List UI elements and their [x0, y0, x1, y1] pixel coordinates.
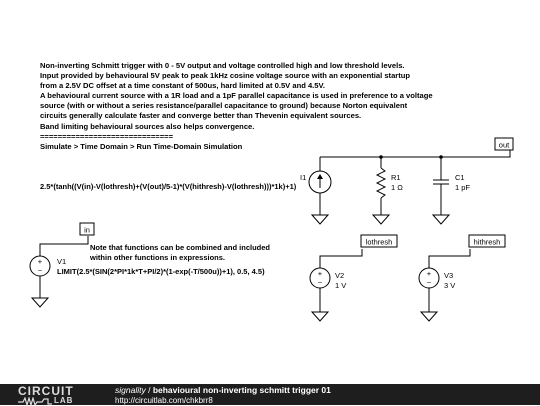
voltage-source-v3[interactable]: hithresh + − V3 3 V [418, 234, 506, 322]
schematic-canvas[interactable]: out I1 2.5*(tanh((V(in)-V(lothresh)+(V(o… [0, 0, 540, 384]
description-line: circuits generally calculate faster and … [40, 111, 362, 121]
ground-icon [30, 297, 50, 308]
in-label-box[interactable] [79, 222, 95, 236]
ground-icon [431, 214, 451, 225]
c1-name: C1 [455, 173, 465, 182]
description-line: Simulate > Time Domain > Run Time-Domain… [40, 141, 243, 151]
ground-icon [419, 311, 439, 322]
v2-value: 1 V [335, 281, 346, 290]
voltage-source-v1[interactable]: in + − V1 LIMIT(2.5*(SIN(2*PI*1k*T+PI/2)… [29, 222, 265, 308]
description-line: Input provided by behavioural 5V peak to… [40, 71, 411, 81]
minus-icon: − [427, 278, 432, 287]
capacitor-c1[interactable]: C1 1 pF [431, 157, 470, 225]
hithresh-label: hithresh [474, 238, 501, 247]
v3-name: V3 [444, 271, 453, 280]
v1-expression: LIMIT(2.5*(SIN(2*PI*1k*T+PI/2)*(1-exp(-T… [57, 267, 265, 276]
description-line: source (with or without a series resista… [40, 101, 408, 111]
description-line: Non-inverting Schmitt trigger with 0 - 5… [40, 61, 405, 70]
in-wire [39, 236, 89, 256]
voltage-source-v2[interactable]: lothresh + − V2 1 V [309, 234, 398, 322]
waveform-icon [18, 397, 52, 406]
description-line: ============================== [40, 131, 174, 141]
out-wire [320, 150, 511, 158]
circuit-name: behavioural non-inverting schmitt trigge… [152, 385, 331, 395]
circuit-description: Non-inverting Schmitt trigger with 0 - 5… [40, 61, 510, 152]
circuit-url[interactable]: http://circuitlab.com/chkbrr8 [115, 396, 213, 405]
plus-icon: + [427, 269, 432, 278]
r1-value: 1 Ω [391, 183, 403, 192]
hithresh-wire [428, 249, 471, 268]
lothresh-wire [319, 249, 363, 268]
r1-name: R1 [391, 173, 401, 182]
lothresh-label: lothresh [366, 238, 393, 247]
minus-icon: − [38, 266, 43, 275]
ground-icon [310, 311, 330, 322]
note-line: Note that functions can be combined and … [90, 243, 270, 252]
resistor-r1[interactable]: R1 1 Ω [371, 157, 403, 225]
author-link[interactable]: signality [115, 385, 146, 395]
title-separator: / [145, 385, 153, 395]
v2-name: V2 [335, 271, 344, 280]
lothresh-label-box[interactable] [360, 234, 398, 248]
c1-value: 1 pF [455, 183, 470, 192]
functions-note: Note that functions can be combined and … [89, 243, 270, 262]
in-label: in [84, 226, 90, 235]
note-line: within other functions in expressions. [89, 253, 225, 262]
out-label-box[interactable] [494, 137, 514, 151]
plus-icon: + [318, 269, 323, 278]
description-line: from a 2.5V DC offset at a time constant… [40, 81, 325, 91]
v3-value: 3 V [444, 281, 455, 290]
description-line: A behavioural current source with a 1R l… [40, 91, 433, 101]
plus-icon: + [38, 257, 43, 266]
resistor-symbol [375, 167, 387, 199]
circuitlab-logo[interactable]: CIRCUIT LAB [18, 384, 98, 406]
v1-name: V1 [57, 257, 66, 266]
arrow-up-icon [317, 174, 323, 179]
hithresh-label-box[interactable] [468, 234, 506, 248]
i1-name: I1 [300, 173, 306, 182]
ground-icon [371, 214, 391, 225]
output-net[interactable]: out [320, 137, 514, 159]
ground-icon [310, 214, 330, 225]
current-source-i1[interactable]: I1 2.5*(tanh((V(in)-V(lothresh)+(V(out)/… [40, 157, 332, 225]
minus-icon: − [318, 278, 323, 287]
description-line: Band limiting behavioural sources also h… [40, 121, 255, 131]
logo-text: CIRCUIT [18, 384, 74, 398]
out-label: out [499, 141, 510, 150]
circuit-title: signality / behavioural non-inverting sc… [115, 386, 331, 395]
footer-bar: CIRCUIT LAB signality / behavioural non-… [0, 384, 540, 406]
i1-expression: 2.5*(tanh((V(in)-V(lothresh)+(V(out)/5-1… [40, 182, 297, 191]
logo-text: LAB [54, 396, 74, 405]
